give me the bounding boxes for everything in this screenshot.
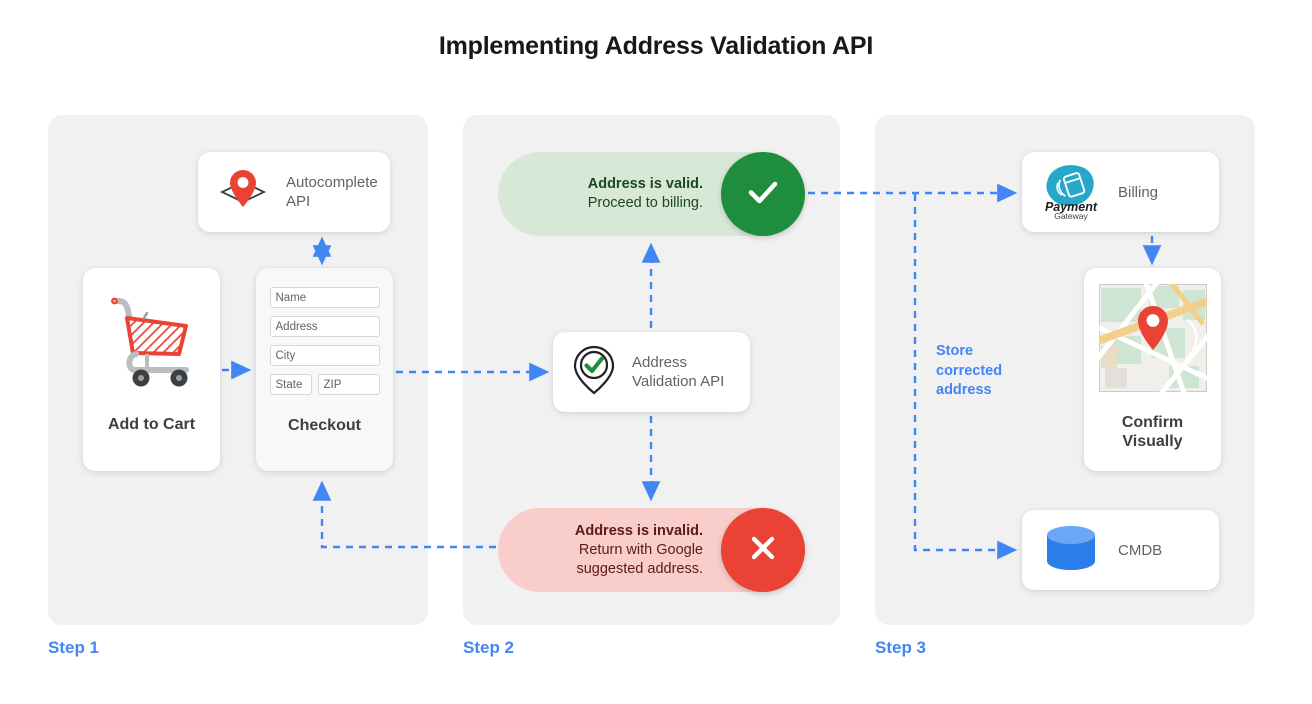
confirm-visually-label: Confirm Visually — [1121, 414, 1184, 450]
checkout-card[interactable]: Name Address City State ZIP Checkout — [256, 268, 393, 471]
autocomplete-api-label: Autocomplete API — [286, 174, 378, 210]
step-1-label: Step 1 — [48, 638, 100, 657]
address-field[interactable]: Address — [269, 316, 380, 337]
close-icon — [741, 526, 785, 575]
billing-label: Billing — [1118, 183, 1159, 201]
billing-card[interactable]: Payment Gateway Billing — [1022, 152, 1219, 232]
state-field[interactable]: State — [269, 374, 312, 395]
add-to-cart-card[interactable]: Add to Cart — [83, 268, 220, 471]
form-row-address: Address — [269, 316, 380, 337]
store-corrected-address-note: Store corrected address — [936, 343, 1003, 398]
address-validation-api-label: Address Validation API — [632, 354, 725, 390]
database-cylinder-icon — [1042, 522, 1100, 579]
checkout-label: Checkout — [288, 417, 361, 434]
close-badge — [721, 508, 805, 592]
cmdb-label: CMDB — [1118, 541, 1163, 559]
payment-gateway-logo: Payment Gateway — [1038, 159, 1104, 226]
cmdb-card[interactable]: CMDB — [1022, 510, 1219, 590]
address-valid-text: Address is valid. Proceed to billing. — [587, 176, 703, 211]
name-field[interactable]: Name — [269, 287, 380, 308]
address-valid-pill: Address is valid. Proceed to billing. — [498, 152, 805, 236]
autocomplete-api-card[interactable]: Autocomplete API — [198, 152, 390, 232]
form-row-city: City — [269, 345, 380, 366]
check-icon — [741, 170, 785, 219]
shopping-cart-icon — [100, 286, 204, 395]
city-field[interactable]: City — [269, 345, 380, 366]
step-3-label: Step 3 — [875, 638, 927, 657]
add-to-cart-label: Add to Cart — [107, 416, 196, 433]
form-row-state-zip: State ZIP — [269, 374, 380, 395]
map-thumbnail-icon — [1092, 278, 1213, 398]
address-invalid-pill: Address is invalid. Return with Google s… — [498, 508, 805, 592]
page-title: Implementing Address Validation API — [438, 32, 874, 60]
step-2-label: Step 2 — [463, 638, 515, 657]
form-row-name: Name — [269, 287, 380, 308]
check-badge — [721, 152, 805, 236]
address-invalid-text: Address is invalid. Return with Google s… — [574, 522, 703, 577]
address-validation-api-card[interactable]: Address Validation API — [553, 332, 750, 412]
confirm-visually-card[interactable]: Confirm Visually — [1084, 268, 1221, 471]
svg-text:Gateway: Gateway — [1054, 211, 1088, 221]
zip-field[interactable]: ZIP — [317, 374, 380, 395]
map-pin-diamond-icon — [212, 162, 274, 223]
svg-text:Payment: Payment — [1045, 200, 1098, 214]
map-pin-check-icon — [569, 341, 619, 404]
